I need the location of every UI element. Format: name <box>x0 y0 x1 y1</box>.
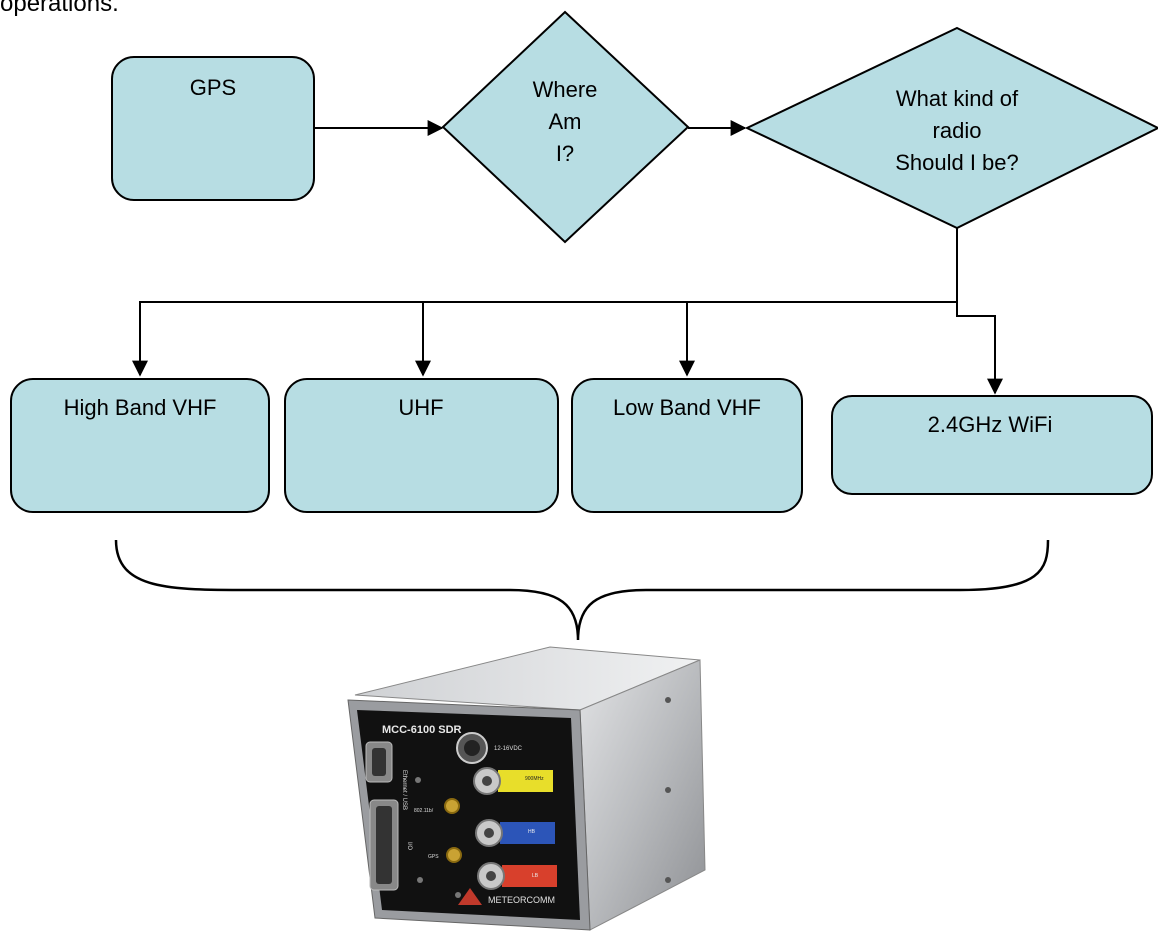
arrow-to-wifi <box>956 302 1003 395</box>
what-line-2: radio <box>933 118 982 143</box>
node-what-radio: What kind of radio Should I be? <box>744 26 1158 230</box>
node-wifi: 2.4GHz WiFi <box>831 395 1153 495</box>
red-band <box>502 865 557 887</box>
blue-band <box>500 822 555 844</box>
where-line-1: Where <box>533 77 598 102</box>
where-line-2: Am <box>549 109 582 134</box>
node-gps-label: GPS <box>190 75 236 100</box>
device-model-label: MCC-6100 SDR <box>382 724 462 736</box>
gps-port-label: GPS <box>428 854 439 860</box>
yellow-band <box>498 770 553 792</box>
node-wifi-label: 2.4GHz WiFi <box>928 412 1053 437</box>
connector-lines <box>132 228 1003 395</box>
hb-port-label: HB <box>528 829 536 835</box>
node-uhf: UHF <box>284 378 559 513</box>
node-high-band-vhf-label: High Band VHF <box>64 395 217 420</box>
intro-text: operations. <box>0 0 119 17</box>
brand-logo-mark <box>458 888 482 905</box>
where-line-3: I? <box>556 141 574 166</box>
wifi-port-label: 802.11b/ <box>414 808 434 814</box>
sdr-device: MCC-6100 SDR 12-16VDC Ethernet / USB I/O… <box>347 646 706 931</box>
uhf-port-label: 900MHz <box>525 776 544 782</box>
what-line-1: What kind of <box>896 86 1019 111</box>
node-gps: GPS <box>111 56 315 201</box>
curly-brace <box>114 539 1050 641</box>
node-uhf-label: UHF <box>398 395 443 420</box>
node-low-band-vhf-label: Low Band VHF <box>613 395 761 420</box>
wifi-sma-connector <box>444 798 460 814</box>
node-where-am-i: Where Am I? <box>441 10 690 244</box>
brand-label: METEORCOMM <box>488 895 555 905</box>
node-high-band-vhf: High Band VHF <box>10 378 270 513</box>
lb-port-label: LB <box>532 873 539 879</box>
node-low-band-vhf: Low Band VHF <box>571 378 803 513</box>
arrow-to-high-band <box>132 228 958 377</box>
io-label: I/O <box>406 842 412 850</box>
ethernet-usb-label: Ethernet / USB <box>401 770 407 810</box>
dc-label: 12-16VDC <box>494 746 523 752</box>
what-line-3: Should I be? <box>895 150 1019 175</box>
gps-sma-connector <box>446 847 462 863</box>
